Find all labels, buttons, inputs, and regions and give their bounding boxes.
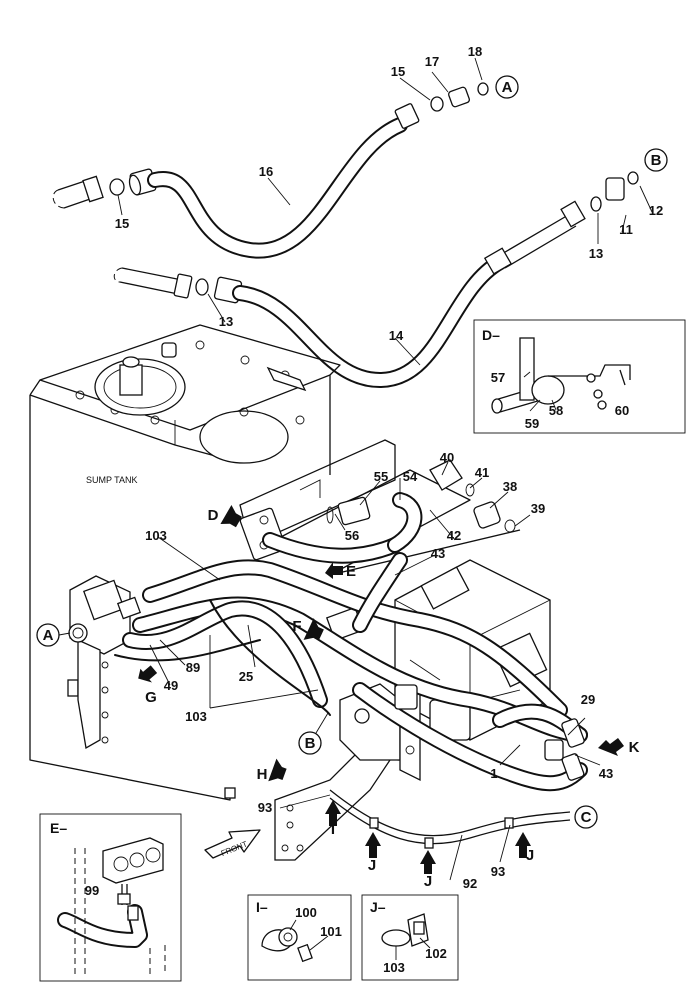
detail-d-label-59: 59 (525, 416, 539, 431)
view-letter-e: E (346, 563, 356, 580)
connector-b-mid-label: B (305, 735, 316, 752)
view-letters: D E F G H I J J J K (145, 507, 639, 890)
part-label-14: 14 (389, 328, 404, 343)
view-arrows (138, 504, 624, 874)
hose-16-group (52, 82, 489, 259)
part-label-15b: 15 (115, 216, 129, 231)
part-label-18: 18 (468, 44, 482, 59)
view-letter-k: K (629, 739, 640, 756)
part-label-54: 54 (403, 469, 418, 484)
view-letter-g: G (145, 689, 157, 706)
part-label-13b: 13 (219, 314, 233, 329)
part-label-25: 25 (239, 669, 253, 684)
view-letter-j1: J (368, 857, 376, 874)
part-label-43a: 43 (431, 546, 445, 561)
part-label-43b: 43 (599, 766, 613, 781)
part-label-49: 49 (164, 678, 178, 693)
part-label-40: 40 (440, 450, 454, 465)
part-label-56: 56 (345, 528, 359, 543)
view-letter-f: F (292, 618, 301, 635)
leader-lines (117, 57, 653, 881)
view-letter-j3: J (526, 847, 534, 864)
connector-a-left: A (36, 623, 71, 647)
view-letter-d: D (208, 507, 219, 524)
view-letter-i: I (331, 821, 335, 838)
connector-b-top: B (644, 148, 668, 172)
detail-box-d (473, 319, 686, 434)
part-label-89: 89 (186, 660, 200, 675)
detail-i-label-101: 101 (320, 924, 342, 939)
detail-box-j (361, 894, 459, 981)
detail-i-label-100: 100 (295, 905, 317, 920)
detail-box-i (247, 894, 352, 981)
part-label-29: 29 (581, 692, 595, 707)
part-label-103b: 103 (185, 709, 207, 724)
detail-d-title: D– (482, 327, 500, 343)
view-letter-h: H (257, 766, 268, 783)
detail-d-label-60: 60 (615, 403, 629, 418)
part-label-39: 39 (531, 501, 545, 516)
detail-e-title: E– (50, 820, 67, 836)
connector-a-top: A (495, 75, 519, 99)
detail-box-e (39, 813, 182, 982)
part-number-labels: 18 17 15 16 15 11 12 13 13 14 40 41 38 3… (115, 44, 663, 891)
part-label-41: 41 (475, 465, 489, 480)
part-label-16: 16 (259, 164, 273, 179)
connector-a-left-label: A (43, 627, 54, 644)
part-label-42: 42 (447, 528, 461, 543)
connector-c-right-label: C (581, 809, 592, 826)
detail-j-label-103: 103 (383, 960, 405, 975)
detail-d-label-57: 57 (491, 370, 505, 385)
detail-j-title: J– (370, 899, 386, 915)
part-label-13a: 13 (589, 246, 603, 261)
part-label-11: 11 (619, 222, 633, 237)
part-label-17: 17 (425, 54, 439, 69)
part-label-1: 1 (490, 766, 497, 781)
part-label-55: 55 (374, 469, 388, 484)
sump-tank: SUMP TANK (29, 324, 341, 801)
detail-j-label-102: 102 (425, 946, 447, 961)
part-label-92: 92 (463, 876, 477, 891)
hose-14-group (113, 171, 639, 388)
detail-e-label-99: 99 (85, 883, 99, 898)
connector-a-top-label: A (502, 79, 513, 96)
detail-box-labels: D– 57 58 59 60 E– 99 I– 100 101 J– 102 1… (50, 327, 629, 975)
connector-c-right: C (574, 805, 598, 829)
part-label-15a: 15 (391, 64, 405, 79)
part-label-103a: 103 (145, 528, 167, 543)
part-label-38: 38 (503, 479, 517, 494)
detail-i-title: I– (256, 899, 268, 915)
part-label-93a: 93 (258, 800, 272, 815)
part-label-93b: 93 (491, 864, 505, 879)
sump-tank-label: SUMP TANK (86, 475, 138, 485)
connector-b-mid: B (298, 712, 329, 755)
connector-b-top-label: B (651, 152, 662, 169)
connector-circles: A B A B C (36, 75, 668, 829)
view-letter-j2: J (424, 873, 432, 890)
part-label-12: 12 (649, 203, 663, 218)
detail-d-label-58: 58 (549, 403, 563, 418)
